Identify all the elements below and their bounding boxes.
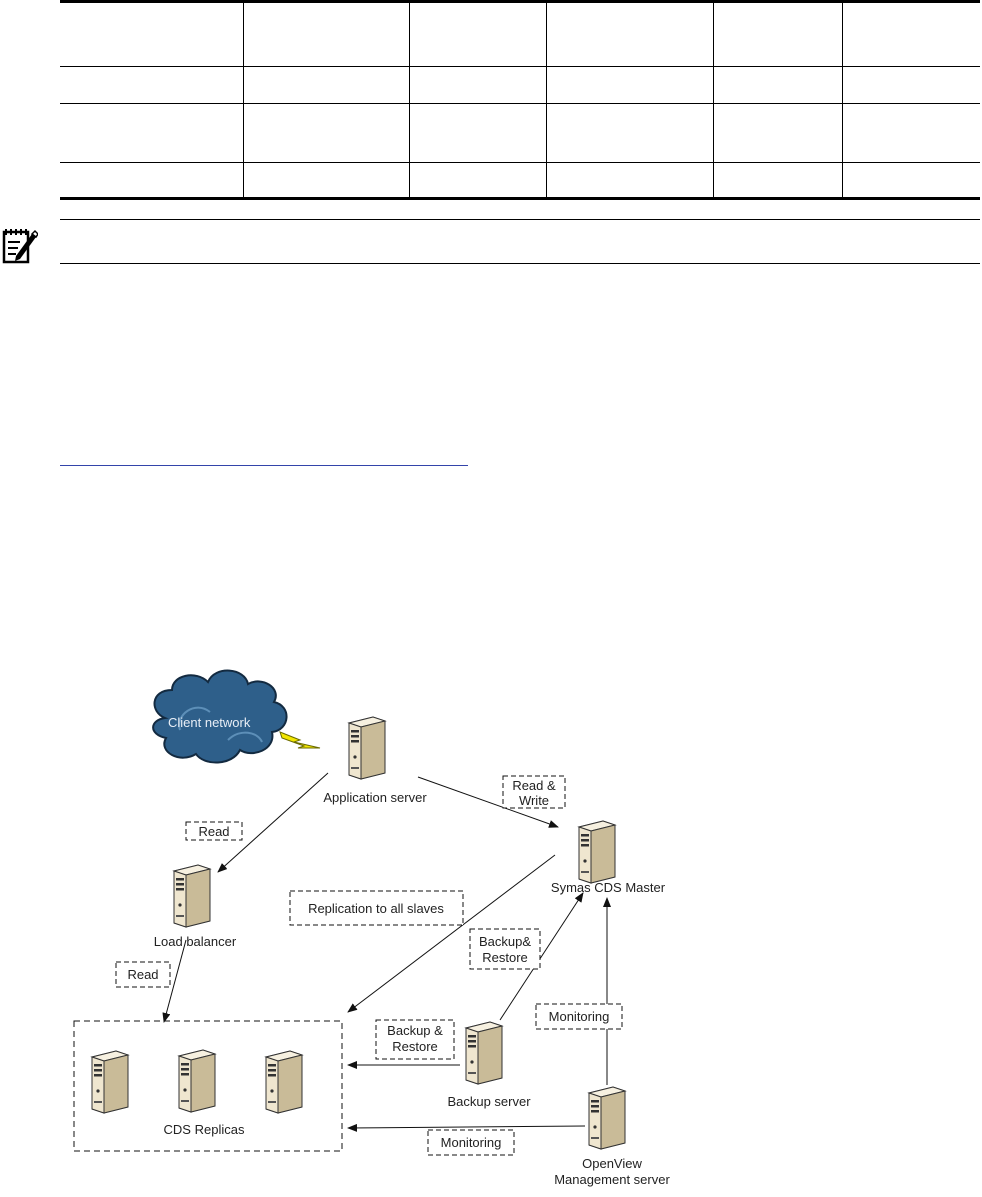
label-read-write-line1: Read & (512, 778, 556, 793)
label-backup-restore-upper-line2: Restore (482, 950, 528, 965)
label-replication: Replication to all slaves (308, 901, 444, 916)
arrow-openview-to-replicas (348, 1126, 585, 1128)
client-network-label: Client network (168, 715, 251, 730)
backup-server-icon (466, 1022, 502, 1084)
symas-master-label: Symas CDS Master (551, 880, 666, 895)
label-read-upper: Read (198, 824, 229, 839)
application-server-label: Application server (323, 790, 427, 805)
lightning-icon (280, 732, 320, 748)
label-backup-restore-lower-line1: Backup & (387, 1023, 443, 1038)
label-read-write-line2: Write (519, 793, 549, 808)
application-server-icon (349, 717, 385, 779)
label-read-lower: Read (127, 967, 158, 982)
replica-server-2-icon (179, 1050, 215, 1112)
load-balancer-label: Load balancer (154, 934, 237, 949)
openview-label-line1: OpenView (582, 1156, 642, 1171)
openview-server-icon (589, 1087, 625, 1149)
replica-server-3-icon (266, 1051, 302, 1113)
label-backup-restore-upper-line1: Backup& (479, 934, 531, 949)
label-monitoring-lower: Monitoring (441, 1135, 502, 1150)
label-monitoring-upper: Monitoring (549, 1009, 610, 1024)
cds-replicas-label: CDS Replicas (164, 1122, 245, 1137)
symas-master-server-icon (579, 821, 615, 883)
label-backup-restore-lower-line2: Restore (392, 1039, 438, 1054)
replica-server-1-icon (92, 1051, 128, 1113)
load-balancer-server-icon (174, 865, 210, 927)
backup-server-label: Backup server (447, 1094, 531, 1109)
openview-label-line2: Management server (554, 1172, 670, 1187)
